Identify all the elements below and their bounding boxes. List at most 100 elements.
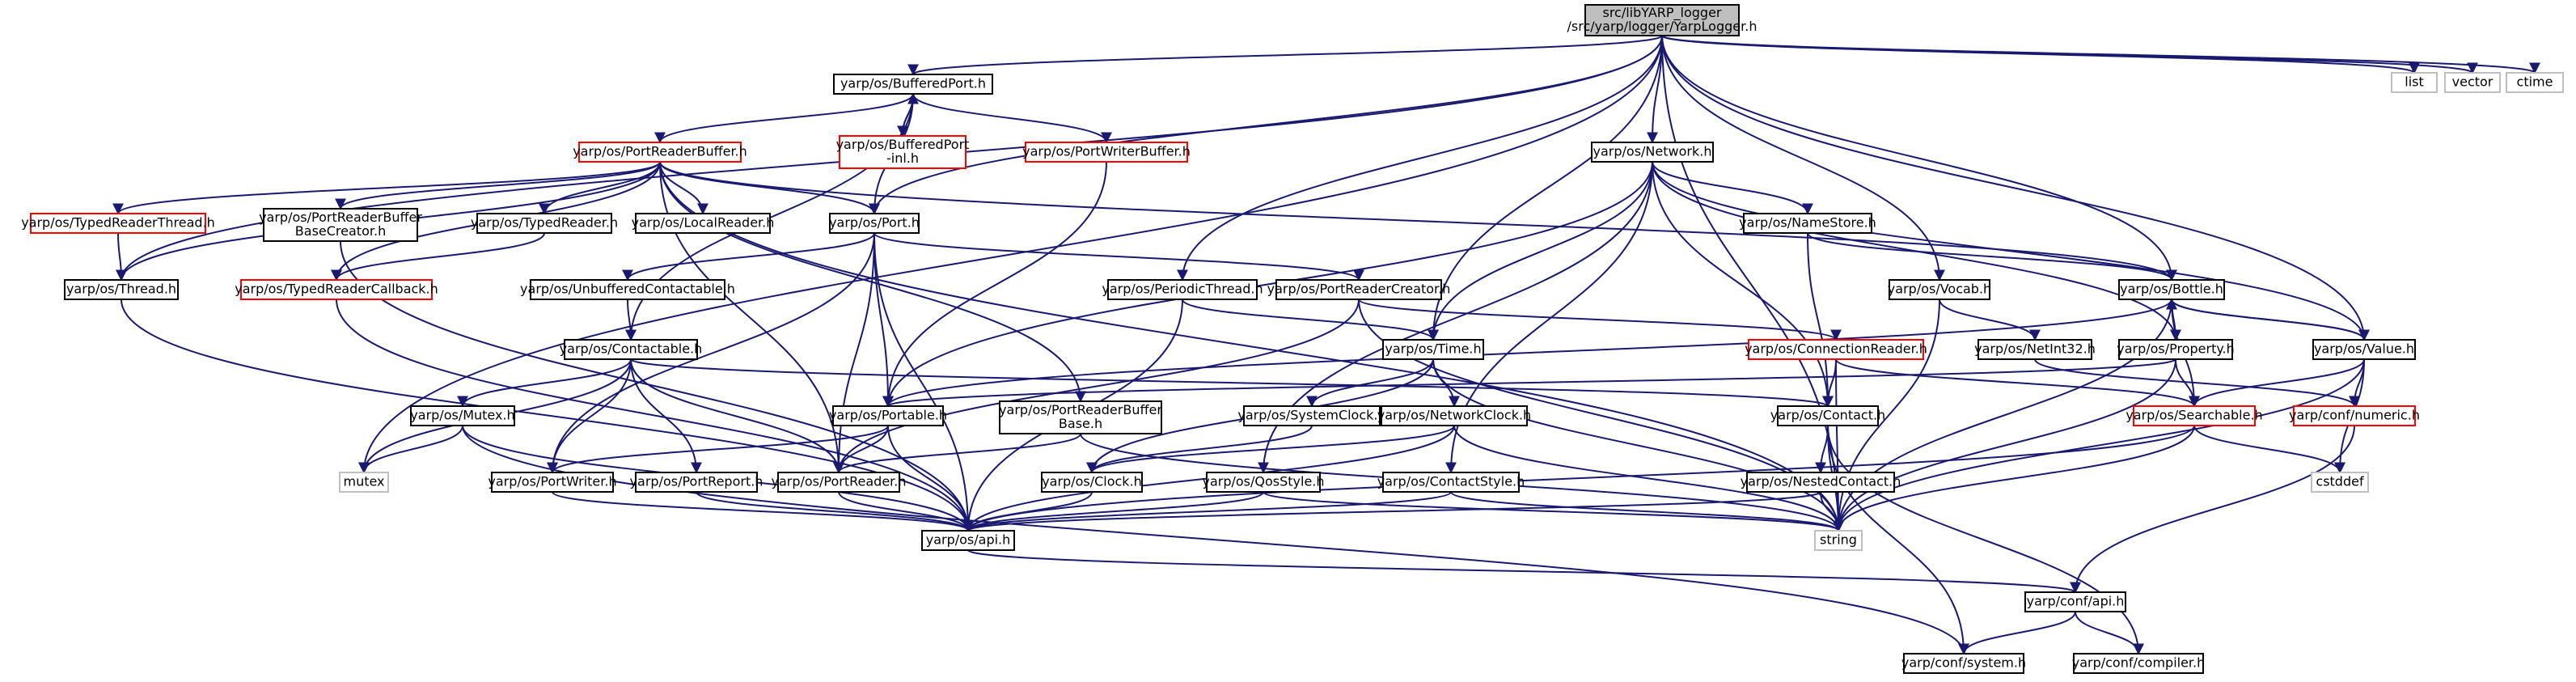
edge-nested-contact-to-api — [962, 491, 1821, 532]
node-typed-reader[interactable]: yarp/os/TypedReader.h — [471, 213, 618, 234]
node-contactable-label: yarp/os/Contactable.h — [560, 341, 703, 357]
node-property[interactable]: yarp/os/Property.h — [2117, 339, 2235, 360]
node-cstddef[interactable]: cstddef — [2311, 472, 2369, 493]
node-value-label: yarp/os/Value.h — [2314, 341, 2414, 357]
node-network-clock[interactable]: yarp/os/NetworkClock.h — [1377, 405, 1531, 426]
edge-root-to-vocab — [1661, 35, 1945, 282]
edge-root-to-bottle — [1661, 35, 2177, 282]
node-buffered-port[interactable]: yarp/os/BufferedPort.h — [833, 74, 993, 95]
node-typed-reader-box — [476, 213, 612, 234]
edge-typed-reader-thread-to-thread — [115, 232, 127, 282]
node-time[interactable]: yarp/os/Time.h — [1382, 339, 1484, 360]
node-prb-base-label: Base.h — [1059, 416, 1102, 431]
node-bottle[interactable]: yarp/os/Bottle.h — [2118, 279, 2225, 300]
node-searchable[interactable]: yarp/os/Searchable.h — [2126, 405, 2263, 426]
edge-unbuffered-contactable-to-contactable — [624, 299, 637, 341]
node-prb-base-creator-label: BaseCreator.h — [295, 223, 386, 239]
edge-network-clock-to-string — [1453, 425, 1844, 532]
node-network[interactable]: yarp/os/Network.h — [1591, 142, 1714, 163]
node-unbuffered-contactable-label: yarp/os/UnbufferedContactable.h — [520, 282, 735, 297]
edge-contact-style-to-string — [1450, 491, 1844, 532]
node-network-box — [1591, 142, 1714, 163]
node-port-reader[interactable]: yarp/os/PortReader.h — [771, 472, 907, 493]
node-typed-reader-callback[interactable]: yarp/os/TypedReaderCallback.h — [235, 279, 438, 300]
node-conf-compiler[interactable]: yarp/conf/compiler.h — [2072, 653, 2206, 674]
edge-searchable-to-cstddef — [2193, 425, 2345, 474]
edge-connection-reader-to-contact — [1822, 358, 1837, 408]
node-root-box — [1584, 4, 1740, 36]
edge-contactable-to-port-reader — [630, 358, 844, 474]
node-thread[interactable]: yarp/os/Thread.h — [64, 279, 179, 300]
node-periodic-thread[interactable]: yarp/os/PeriodicThread.h — [1102, 279, 1263, 300]
node-searchable-label: yarp/os/Searchable.h — [2126, 408, 2262, 423]
node-clock[interactable]: yarp/os/Clock.h — [1041, 472, 1143, 493]
node-vocab[interactable]: yarp/os/Vocab.h — [1888, 279, 1991, 300]
node-value[interactable]: yarp/os/Value.h — [2312, 339, 2416, 360]
edge-conf-api-to-conf-system — [1958, 611, 2076, 655]
edge-value-to-searchable — [2189, 358, 2365, 408]
node-ctime[interactable]: ctime — [2506, 72, 2564, 93]
node-mutex[interactable]: mutex — [339, 472, 389, 493]
node-root[interactable]: src/libYARP_logger/src/yarp/logger/YarpL… — [1567, 4, 1758, 36]
edge-port-writer-buffer-to-portable — [882, 161, 1107, 408]
node-name-store[interactable]: yarp/os/NameStore.h — [1739, 213, 1876, 234]
edge-portable-to-api — [887, 425, 974, 532]
node-searchable-box — [2133, 405, 2256, 426]
node-port-writer-buffer[interactable]: yarp/os/PortWriterBuffer.h — [1022, 142, 1191, 163]
node-string[interactable]: string — [1814, 530, 1863, 551]
edge-searchable-to-string — [1833, 425, 2195, 532]
node-buffered-port-label: yarp/os/BufferedPort.h — [840, 76, 986, 91]
edge-net-int32-to-conf-numeric — [2034, 358, 2360, 408]
node-local-reader[interactable]: yarp/os/LocalReader.h — [632, 213, 775, 234]
node-root-label: src/libYARP_logger — [1602, 5, 1721, 21]
node-port-writer-label: yarp/os/PortWriter.h — [488, 474, 616, 489]
node-port[interactable]: yarp/os/Port.h — [829, 213, 920, 234]
node-net-int32[interactable]: yarp/os/NetInt32.h — [1974, 339, 2096, 360]
node-port-reader-buffer-box — [578, 142, 742, 163]
node-conf-compiler-box — [2073, 653, 2204, 674]
node-connection-reader[interactable]: yarp/os/ConnectionReader.h — [1745, 339, 1927, 360]
edge-typed-reader-to-typed-reader-callback — [331, 232, 545, 282]
node-unbuffered-contactable[interactable]: yarp/os/UnbufferedContactable.h — [520, 279, 735, 300]
node-port-reader-buffer[interactable]: yarp/os/PortReaderBuffer.h — [573, 142, 747, 163]
node-mutex-label: mutex — [343, 474, 384, 489]
node-port-report[interactable]: yarp/os/PortReport.h — [630, 472, 763, 493]
node-bottle-box — [2118, 279, 2225, 300]
node-port-writer[interactable]: yarp/os/PortWriter.h — [488, 472, 617, 493]
node-portable[interactable]: yarp/os/Portable.h — [829, 405, 947, 426]
node-typed-reader-thread[interactable]: yarp/os/TypedReaderThread.h — [21, 213, 215, 234]
node-buffered-port-inl[interactable]: yarp/os/BufferedPort-inl.h — [836, 135, 970, 169]
node-list-box — [2391, 72, 2438, 93]
node-conf-api[interactable]: yarp/conf/api.h — [2024, 591, 2126, 612]
node-nested-contact[interactable]: yarp/os/NestedContact.h — [1741, 472, 1901, 493]
node-port-reader-creator[interactable]: yarp/os/PortReaderCreator.h — [1267, 279, 1451, 300]
node-mutex-h-box — [410, 405, 515, 426]
node-mutex-h[interactable]: yarp/os/Mutex.h — [410, 405, 515, 426]
node-contact[interactable]: yarp/os/Contact.h — [1770, 405, 1885, 426]
node-bottle-label: yarp/os/Bottle.h — [2120, 282, 2223, 297]
node-contact-style[interactable]: yarp/os/ContactStyle.h — [1377, 472, 1525, 493]
edge-contactable-to-port-report — [630, 358, 702, 474]
node-api[interactable]: yarp/os/api.h — [921, 530, 1015, 551]
edge-contact-to-conf-compiler — [1827, 425, 2144, 655]
node-conf-numeric[interactable]: yarp/conf/numeric.h — [2289, 405, 2420, 426]
edge-buffered-port-to-port-reader-buffer — [654, 93, 914, 144]
node-vector[interactable]: vector — [2444, 72, 2501, 93]
node-conf-system[interactable]: yarp/conf/system.h — [1901, 653, 2026, 674]
node-prb-base-creator-label: yarp/os/PortReaderBuffer — [259, 210, 422, 225]
node-port-reader-creator-box — [1275, 279, 1442, 300]
node-list[interactable]: list — [2391, 72, 2438, 93]
edge-port-reader-buffer-to-bottle — [659, 161, 2177, 282]
node-system-clock[interactable]: yarp/os/SystemClock.h — [1237, 405, 1386, 426]
node-contactable[interactable]: yarp/os/Contactable.h — [560, 339, 703, 360]
node-cstddef-label: cstddef — [2316, 474, 2364, 489]
edge-port-to-portable — [873, 232, 894, 408]
node-thread-box — [64, 279, 179, 300]
node-qos-style-box — [1206, 472, 1321, 493]
node-qos-style[interactable]: yarp/os/QosStyle.h — [1202, 472, 1325, 493]
node-property-label: yarp/os/Property.h — [2117, 341, 2235, 357]
edge-contact-to-nested-contact — [1815, 425, 1829, 474]
edge-port-report-to-api — [696, 491, 974, 532]
